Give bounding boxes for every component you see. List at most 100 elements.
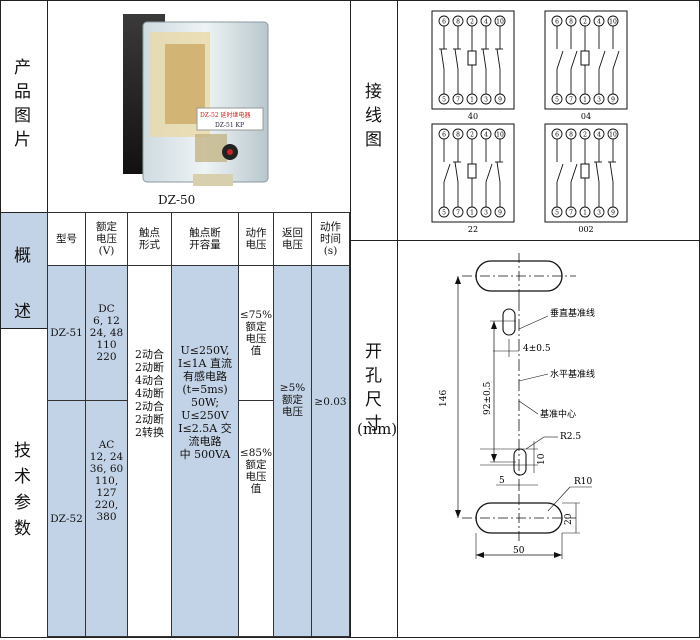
terminal-number: 10 — [496, 19, 504, 26]
terminal-number: 9 — [498, 210, 502, 217]
table-row-model: DZ-52 — [47, 400, 86, 637]
coil-icon — [467, 163, 477, 179]
contact-icon — [454, 161, 459, 183]
contact-icon — [485, 163, 493, 183]
cutout-drawing: 146 92±0.5 4±0.5 垂直基准线 水平基准线 基准中心 R2.5 1… — [439, 253, 595, 559]
right-section-divider — [350, 240, 700, 241]
terminal-number: 4 — [484, 132, 488, 139]
terminal-number: 3 — [597, 97, 601, 104]
terminal-number: 9 — [611, 210, 615, 217]
header-action-time: 动作时间(s) — [311, 212, 350, 266]
contact-icon — [556, 163, 564, 183]
wiring-box — [431, 123, 515, 223]
center-label: 基准中心 — [540, 408, 576, 420]
terminal-number: 2 — [583, 19, 587, 26]
terminal-number: 10 — [496, 132, 504, 139]
wiring-diagram-label: 接 线 图 — [365, 80, 382, 152]
terminal-number: 7 — [569, 210, 573, 217]
label-char: 概 — [14, 246, 31, 266]
header-model: 型号 — [47, 212, 86, 266]
terminal-number: 3 — [597, 210, 601, 217]
terminal-number: 1 — [470, 97, 474, 104]
dim-r25: R2.5 — [560, 432, 581, 442]
terminal-number: 7 — [456, 97, 460, 104]
label-char: 开 — [365, 342, 382, 362]
dim-r10: R10 — [574, 477, 593, 487]
cutout-size-label: 开 孔 尺 寸 — [365, 340, 382, 436]
label-char: 尺 — [365, 390, 382, 410]
terminal-number: 10 — [609, 132, 617, 139]
dim-146: 146 — [439, 390, 449, 407]
coil-icon — [580, 163, 590, 179]
right-col-divider — [397, 0, 398, 638]
label-char: 片 — [14, 130, 31, 150]
contact-icon — [598, 50, 606, 70]
contact-icon — [496, 161, 501, 183]
label-char: 接 — [365, 82, 382, 102]
label-char: 寸 — [365, 414, 382, 434]
dim-20: 20 — [564, 513, 574, 525]
header-return-voltage: 返回电压 — [273, 212, 312, 266]
terminal-number: 5 — [555, 97, 559, 104]
terminal-number: 1 — [583, 210, 587, 217]
terminal-number: 7 — [456, 210, 460, 217]
dim-92: 92±0.5 — [483, 381, 493, 415]
table-row-action-voltage: ≤85%额定电压值 — [238, 400, 274, 637]
product-caption: DZ-50 — [158, 193, 196, 207]
relay-panel-text: DZ-52 延时继电器 — [200, 111, 251, 119]
header-contact-form: 触点形式 — [127, 212, 172, 266]
header-breaking: 触点断开容量 — [171, 212, 239, 266]
header-action-voltage: 动作电压 — [238, 212, 274, 266]
label-char: 品 — [14, 82, 31, 102]
terminal-number: 8 — [569, 132, 573, 139]
contact-icon — [612, 50, 620, 70]
contact-icon — [454, 48, 459, 70]
terminal-number: 4 — [597, 19, 601, 26]
terminal-number: 10 — [609, 19, 617, 26]
vertical-ref-label: 垂直基准线 — [550, 307, 595, 319]
horizontal-ref-label: 水平基准线 — [550, 368, 595, 380]
label-char: 数 — [14, 519, 31, 539]
terminal-number: 6 — [555, 132, 559, 139]
dim-4: 4±0.5 — [523, 344, 551, 354]
dim-50: 50 — [513, 546, 525, 556]
product-image-label: 产 品 图 片 — [14, 56, 31, 152]
label-char: 产 — [14, 58, 31, 78]
label-char: 技 — [14, 441, 31, 461]
contact-icon — [570, 163, 578, 183]
terminal-number: 6 — [555, 19, 559, 26]
contact-icon — [440, 48, 445, 70]
overview-label: 概 述 — [14, 228, 31, 340]
left-border — [0, 0, 1, 638]
relay-panel-text: DZ-51 KP — [215, 122, 244, 129]
contact-icon — [570, 50, 578, 70]
wiring-caption: 002 — [578, 225, 593, 234]
terminal-number: 1 — [583, 97, 587, 104]
dim-5: 5 — [499, 476, 505, 486]
contact-icon — [482, 48, 487, 70]
label-char: 术 — [14, 467, 31, 487]
terminal-number: 6 — [442, 19, 446, 26]
label-char: 孔 — [365, 366, 382, 386]
center-divider — [350, 0, 351, 638]
cutout-unit: (mm) — [357, 420, 398, 438]
wiring-box — [544, 123, 628, 223]
return-voltage-cell: ≥5%额定电压 — [273, 265, 312, 637]
coil-icon — [467, 50, 477, 66]
contact-icon — [609, 161, 614, 183]
label-char: 述 — [14, 302, 31, 322]
contact-icon — [443, 163, 451, 183]
terminal-number: 6 — [442, 132, 446, 139]
product-photo: DZ-52 延时继电器 DZ-51 KP — [123, 14, 269, 186]
header-voltage: 额定电压(V) — [85, 212, 128, 266]
tech-params-label: 技 术 参 数 — [14, 438, 31, 542]
terminal-number: 5 — [442, 210, 446, 217]
table-row-model: DZ-51 — [47, 265, 86, 401]
